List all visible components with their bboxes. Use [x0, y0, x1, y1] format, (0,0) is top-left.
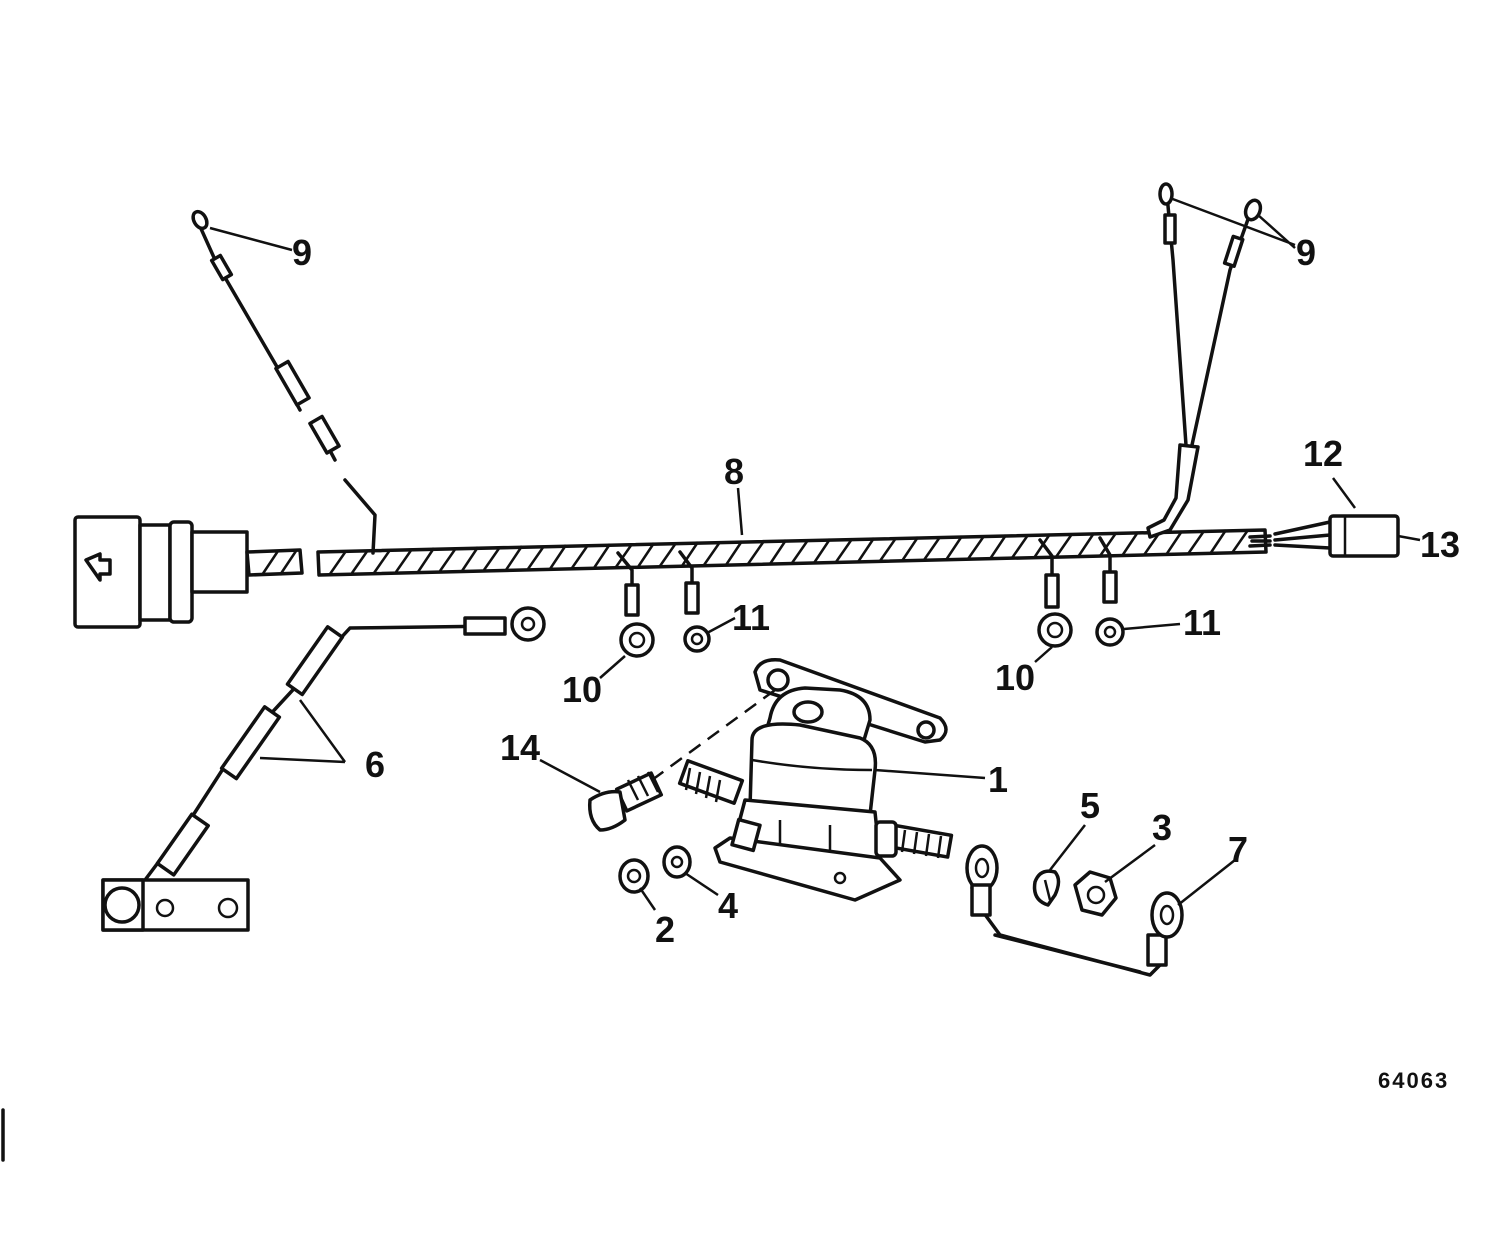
- jumper-cable: [965, 844, 1184, 977]
- callout-2: 2: [655, 909, 675, 950]
- harness-sheath-hatching: [260, 529, 1250, 576]
- callout-1: 1: [988, 759, 1008, 800]
- bullet-connector: [1273, 514, 1400, 558]
- left-lead-wire: [191, 209, 377, 555]
- callout-9-left: 9: [292, 232, 312, 273]
- callout-7: 7: [1228, 829, 1248, 870]
- callout-11-right: 11: [1183, 602, 1221, 643]
- callout-9-right: 9: [1296, 232, 1316, 273]
- main-wiring-harness: [73, 515, 1272, 629]
- callout-12: 12: [1303, 433, 1343, 474]
- lockwasher-4: [662, 845, 692, 879]
- callout-11-left: 11: [732, 597, 770, 638]
- callout-5: 5: [1080, 785, 1100, 826]
- lockwasher-5: [1032, 869, 1061, 907]
- figure-number: 64063: [1378, 1068, 1449, 1093]
- callout-10-right: 10: [995, 657, 1035, 698]
- ring-terminals: [616, 536, 1125, 658]
- callout-10-left: 10: [562, 669, 602, 710]
- harness-plug-connector: [73, 515, 249, 629]
- callout-4: 4: [718, 885, 738, 926]
- callout-6: 6: [365, 744, 385, 785]
- starter-solenoid: [677, 658, 954, 902]
- callout-3: 3: [1152, 807, 1172, 848]
- battery-cable: [101, 606, 546, 932]
- bolt-alignment-line: [651, 688, 776, 782]
- callout-labels: 9 9 8 12 13 11 11 10 10 6 14 1 5 3 7 2 4…: [292, 232, 1460, 1093]
- callout-14: 14: [500, 727, 540, 768]
- callout-13: 13: [1420, 524, 1460, 565]
- mounting-bolt: [587, 771, 664, 832]
- right-lead-wires: [1146, 182, 1263, 539]
- leader-lines: [209, 196, 1421, 911]
- nut-2: [618, 858, 650, 894]
- callout-8: 8: [724, 451, 744, 492]
